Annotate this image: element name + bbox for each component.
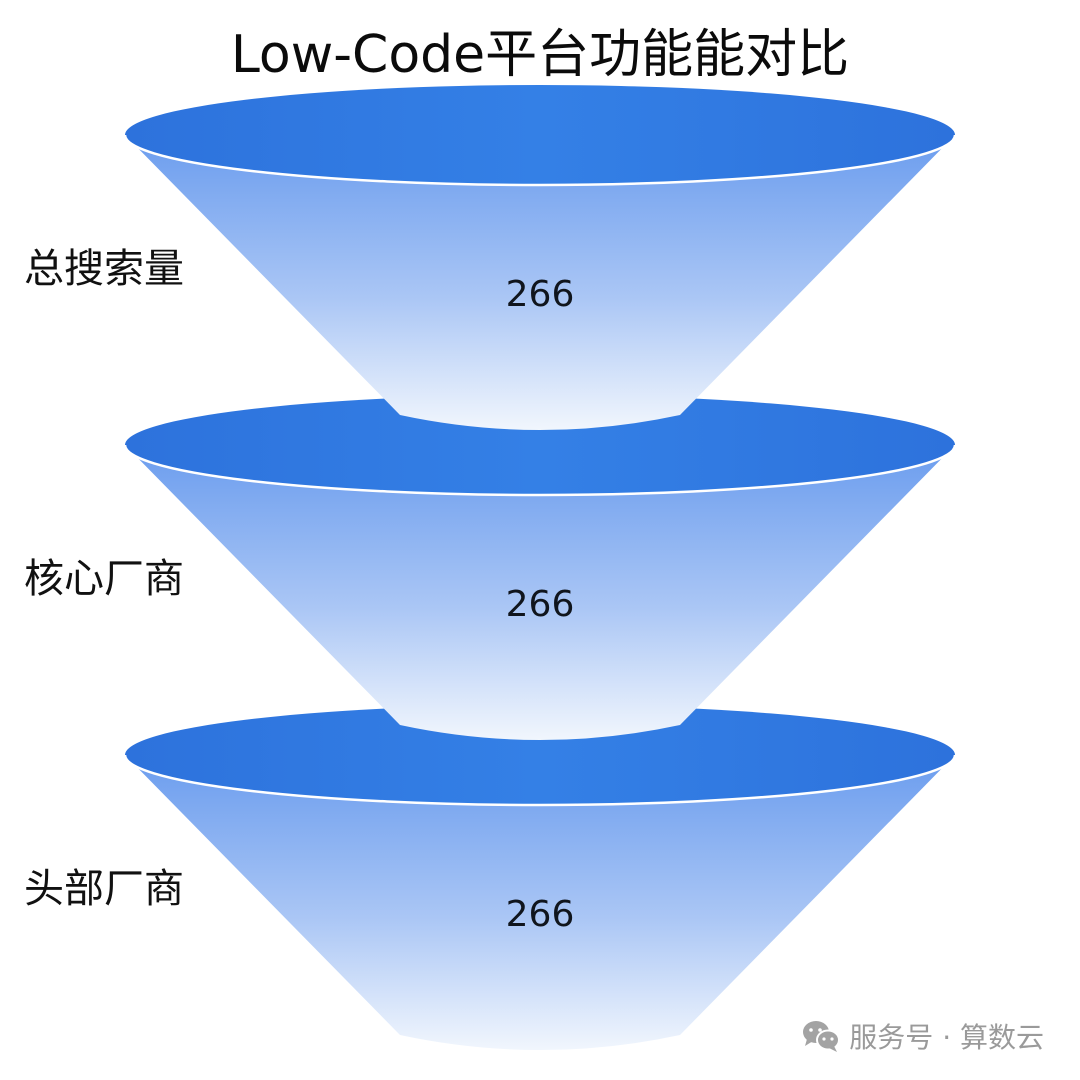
funnel-segment-3 [123, 705, 957, 1050]
wechat-icon [803, 1021, 841, 1052]
chart-title: Low-Code平台功能能对比 [230, 25, 850, 85]
watermark: 服务号 · 算数云 [801, 1016, 1044, 1056]
funnel-segment-2 [123, 395, 957, 740]
stage-value-2: 266 [505, 584, 575, 625]
funnel-segment-1 [123, 85, 957, 430]
watermark-text: 服务号 · 算数云 [849, 1021, 1044, 1054]
stage-label-1: 总搜索量 [24, 246, 184, 292]
stage-value-3: 266 [505, 894, 575, 935]
stage-value-1: 266 [505, 274, 575, 315]
stage-label-3: 头部厂商 [24, 866, 184, 912]
stage-label-2: 核心厂商 [24, 556, 184, 602]
